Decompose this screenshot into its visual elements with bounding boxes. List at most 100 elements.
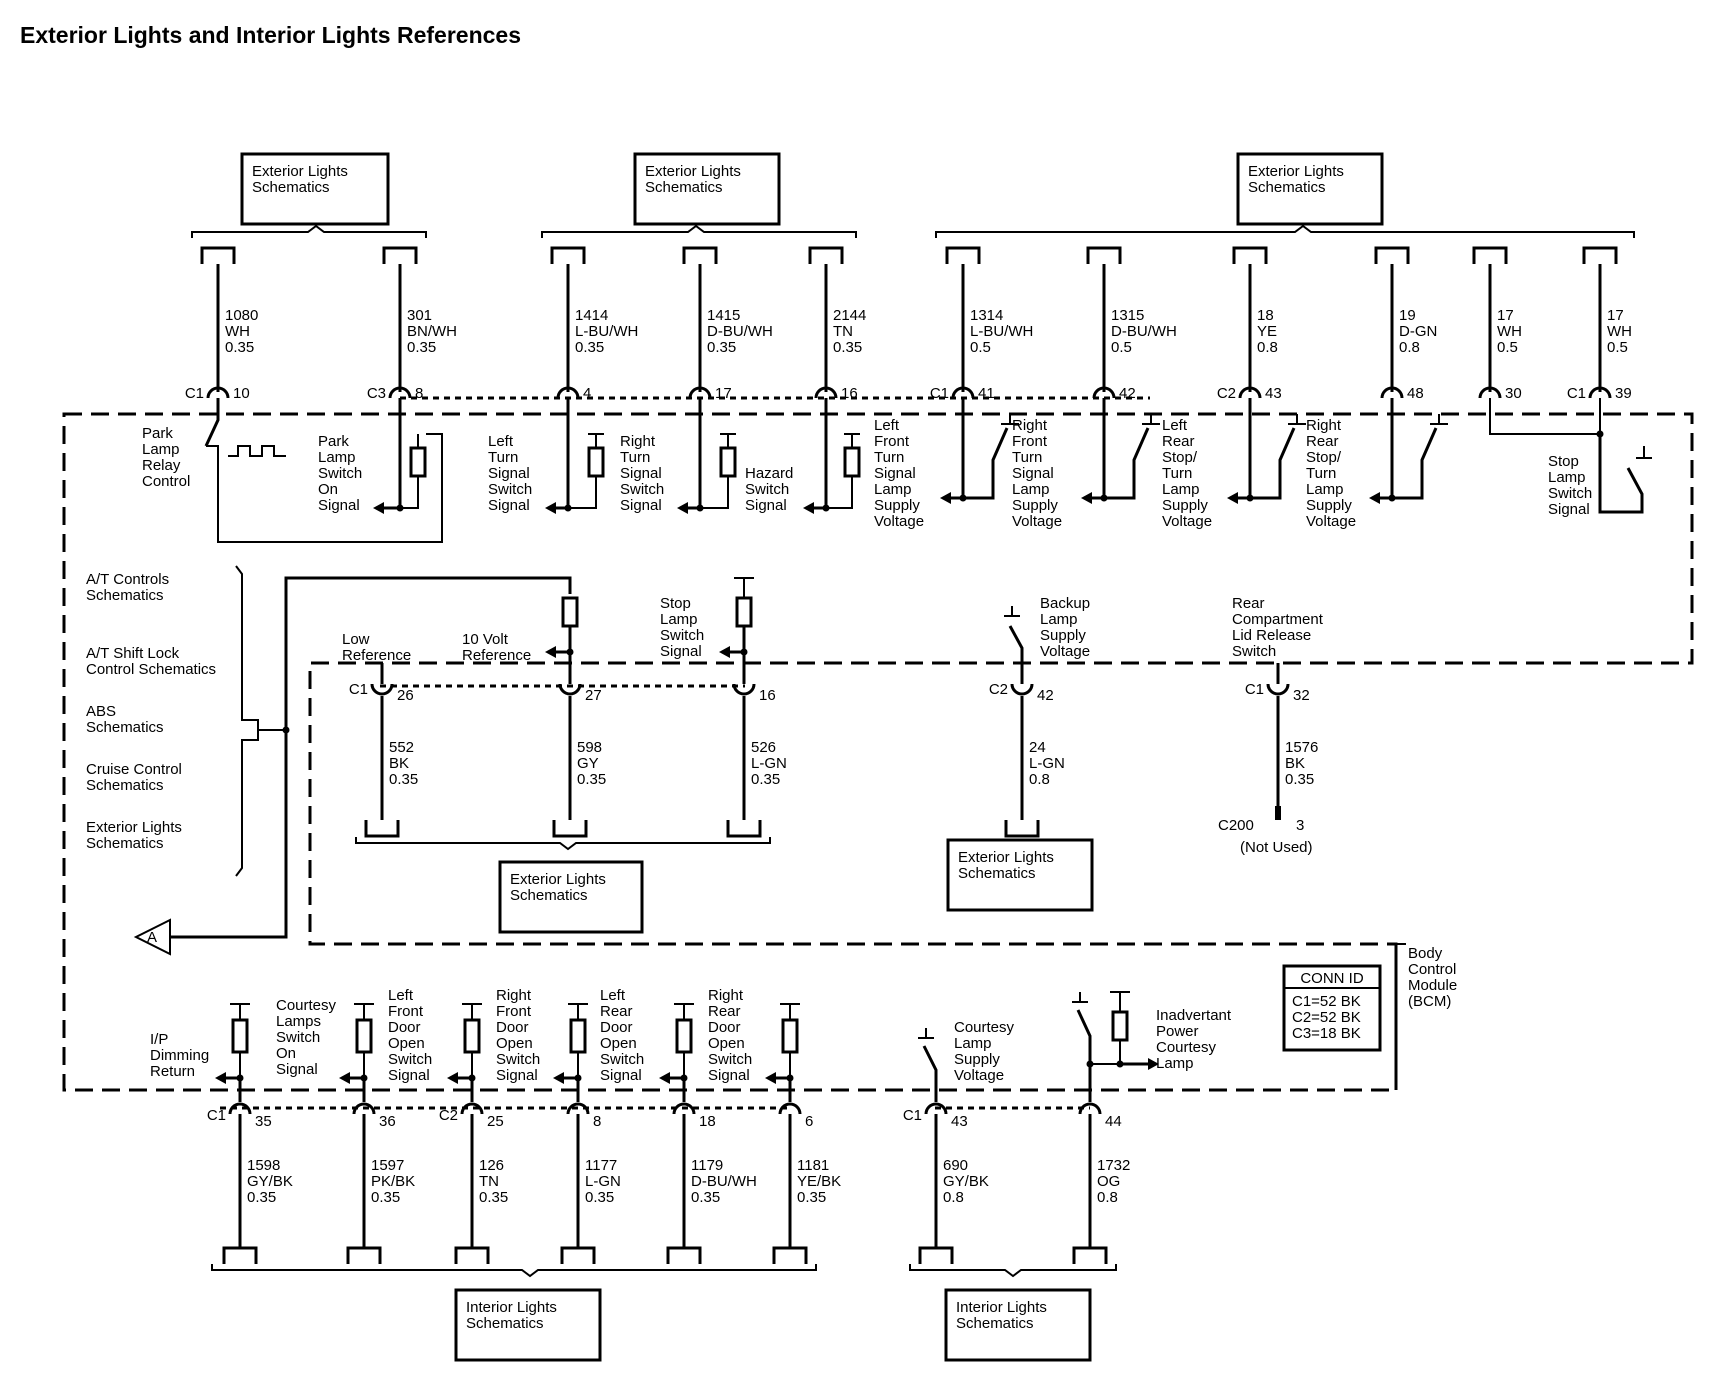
wire-circuit: 1080 bbox=[225, 307, 258, 324]
wire-color: BN/WH bbox=[407, 323, 457, 340]
wire-circuit: 17 bbox=[1497, 307, 1514, 324]
resistor-icon bbox=[409, 446, 427, 478]
wire-gauge: 0.8 bbox=[1029, 771, 1050, 788]
signal-label: Door bbox=[708, 1019, 741, 1036]
connector-pin bbox=[688, 386, 712, 399]
wire-color: WH bbox=[1497, 323, 1522, 340]
connector-pin bbox=[732, 683, 756, 696]
terminal bbox=[666, 1246, 702, 1264]
terminal bbox=[550, 246, 586, 264]
signal-label: Power bbox=[1156, 1023, 1199, 1040]
connector-pin bbox=[924, 1102, 948, 1115]
signal-label: Right bbox=[1012, 417, 1048, 434]
connector-pin bbox=[558, 683, 582, 696]
arrow-icon bbox=[803, 502, 814, 514]
pin-number: 42 bbox=[1037, 687, 1054, 704]
reference-box[interactable] bbox=[240, 152, 390, 226]
wire-circuit: 1415 bbox=[707, 307, 740, 324]
wire-circuit: 17 bbox=[1607, 307, 1624, 324]
connector-pin bbox=[1092, 386, 1116, 399]
terminal bbox=[772, 1246, 808, 1264]
wire-gauge: 0.5 bbox=[1111, 339, 1132, 356]
module-label: Control bbox=[1408, 961, 1456, 978]
connector-id: C1 bbox=[185, 385, 204, 402]
resistor-icon bbox=[675, 1018, 693, 1054]
signal-label: Lamp bbox=[874, 481, 912, 498]
arrow-icon bbox=[447, 1072, 458, 1084]
side-brace bbox=[235, 565, 259, 877]
signal-label: Courtesy bbox=[954, 1019, 1015, 1036]
wire-color: L-BU/WH bbox=[575, 323, 638, 340]
signal-label: Switch bbox=[1232, 643, 1276, 660]
reference-box[interactable] bbox=[944, 1288, 1092, 1362]
wire-gauge: 0.35 bbox=[707, 339, 736, 356]
wire-gauge: 0.35 bbox=[1285, 771, 1314, 788]
pin-number: 48 bbox=[1407, 385, 1424, 402]
pin-number: 18 bbox=[699, 1113, 716, 1130]
signal-label: Rear bbox=[1232, 595, 1265, 612]
signal-label: Backup bbox=[1040, 595, 1090, 612]
signal-label: Right bbox=[620, 433, 656, 450]
connector-pin bbox=[370, 683, 394, 696]
reference-box-label: Exterior Lights bbox=[252, 163, 348, 180]
wire-gauge: 0.35 bbox=[691, 1189, 720, 1206]
signal-label: Right bbox=[708, 987, 744, 1004]
reference-box[interactable] bbox=[633, 152, 781, 226]
signal-label: Stop/ bbox=[1306, 449, 1342, 466]
wire-circuit: 24 bbox=[1029, 739, 1046, 756]
conn-id-table bbox=[1282, 964, 1382, 1052]
arrow-icon bbox=[215, 1072, 226, 1084]
wire-gauge: 0.35 bbox=[389, 771, 418, 788]
resistor-icon bbox=[843, 446, 861, 478]
signal-label: Rear bbox=[600, 1003, 633, 1020]
signal-label: Turn bbox=[1306, 465, 1336, 482]
pin-number: 42 bbox=[1119, 385, 1136, 402]
arrow-icon bbox=[1227, 492, 1238, 504]
terminal bbox=[1232, 246, 1268, 264]
resistor-icon bbox=[735, 596, 753, 628]
junction-dot bbox=[959, 494, 967, 502]
resistor-icon bbox=[561, 596, 579, 628]
resistor-icon bbox=[463, 1018, 481, 1054]
signal-label: Open bbox=[388, 1035, 425, 1052]
connector-pin bbox=[1588, 386, 1612, 399]
wire-gauge: 0.35 bbox=[247, 1189, 276, 1206]
connector-c200 bbox=[1275, 806, 1281, 820]
reference-box[interactable] bbox=[946, 838, 1094, 912]
signal-label: Left bbox=[1162, 417, 1188, 434]
terminal bbox=[1472, 246, 1508, 264]
signal-label: On bbox=[276, 1045, 296, 1062]
signal-label: Voltage bbox=[1162, 513, 1212, 530]
reference-box[interactable] bbox=[1236, 152, 1384, 226]
reference-box[interactable] bbox=[454, 1288, 602, 1362]
signal-label: Signal bbox=[708, 1067, 750, 1084]
reference-box-label: Schematics bbox=[510, 887, 588, 904]
resistor-icon bbox=[231, 1018, 249, 1054]
wire-circuit: 1732 bbox=[1097, 1157, 1130, 1174]
connector-id: C2 bbox=[1217, 385, 1236, 402]
signal-label: Signal bbox=[620, 465, 662, 482]
reference-box-label: Schematics bbox=[958, 865, 1036, 882]
side-reference-label: Schematics bbox=[86, 777, 164, 794]
signal-label: Left bbox=[388, 987, 414, 1004]
reference-box[interactable] bbox=[498, 860, 644, 934]
resistor-icon bbox=[587, 446, 605, 478]
reference-box-label: Interior Lights bbox=[466, 1299, 557, 1316]
signal-label: Low bbox=[342, 631, 370, 648]
signal-label: Supply bbox=[954, 1051, 1000, 1068]
wire-gauge: 0.35 bbox=[575, 339, 604, 356]
terminal bbox=[1374, 246, 1410, 264]
connector-id: C1 bbox=[207, 1107, 226, 1124]
reference-box-label: Schematics bbox=[956, 1315, 1034, 1332]
wire-circuit: 526 bbox=[751, 739, 776, 756]
wire-gauge: 0.5 bbox=[1607, 339, 1628, 356]
signal-label: Signal bbox=[388, 1067, 430, 1084]
junction-dot bbox=[566, 648, 574, 656]
signal-label: Signal bbox=[318, 497, 360, 514]
wire-gauge: 0.35 bbox=[371, 1189, 400, 1206]
signal-label: Signal bbox=[1548, 501, 1590, 518]
signal-label: Switch bbox=[276, 1029, 320, 1046]
offpage-label: A bbox=[147, 929, 157, 946]
side-reference-label: ABS bbox=[86, 703, 116, 720]
